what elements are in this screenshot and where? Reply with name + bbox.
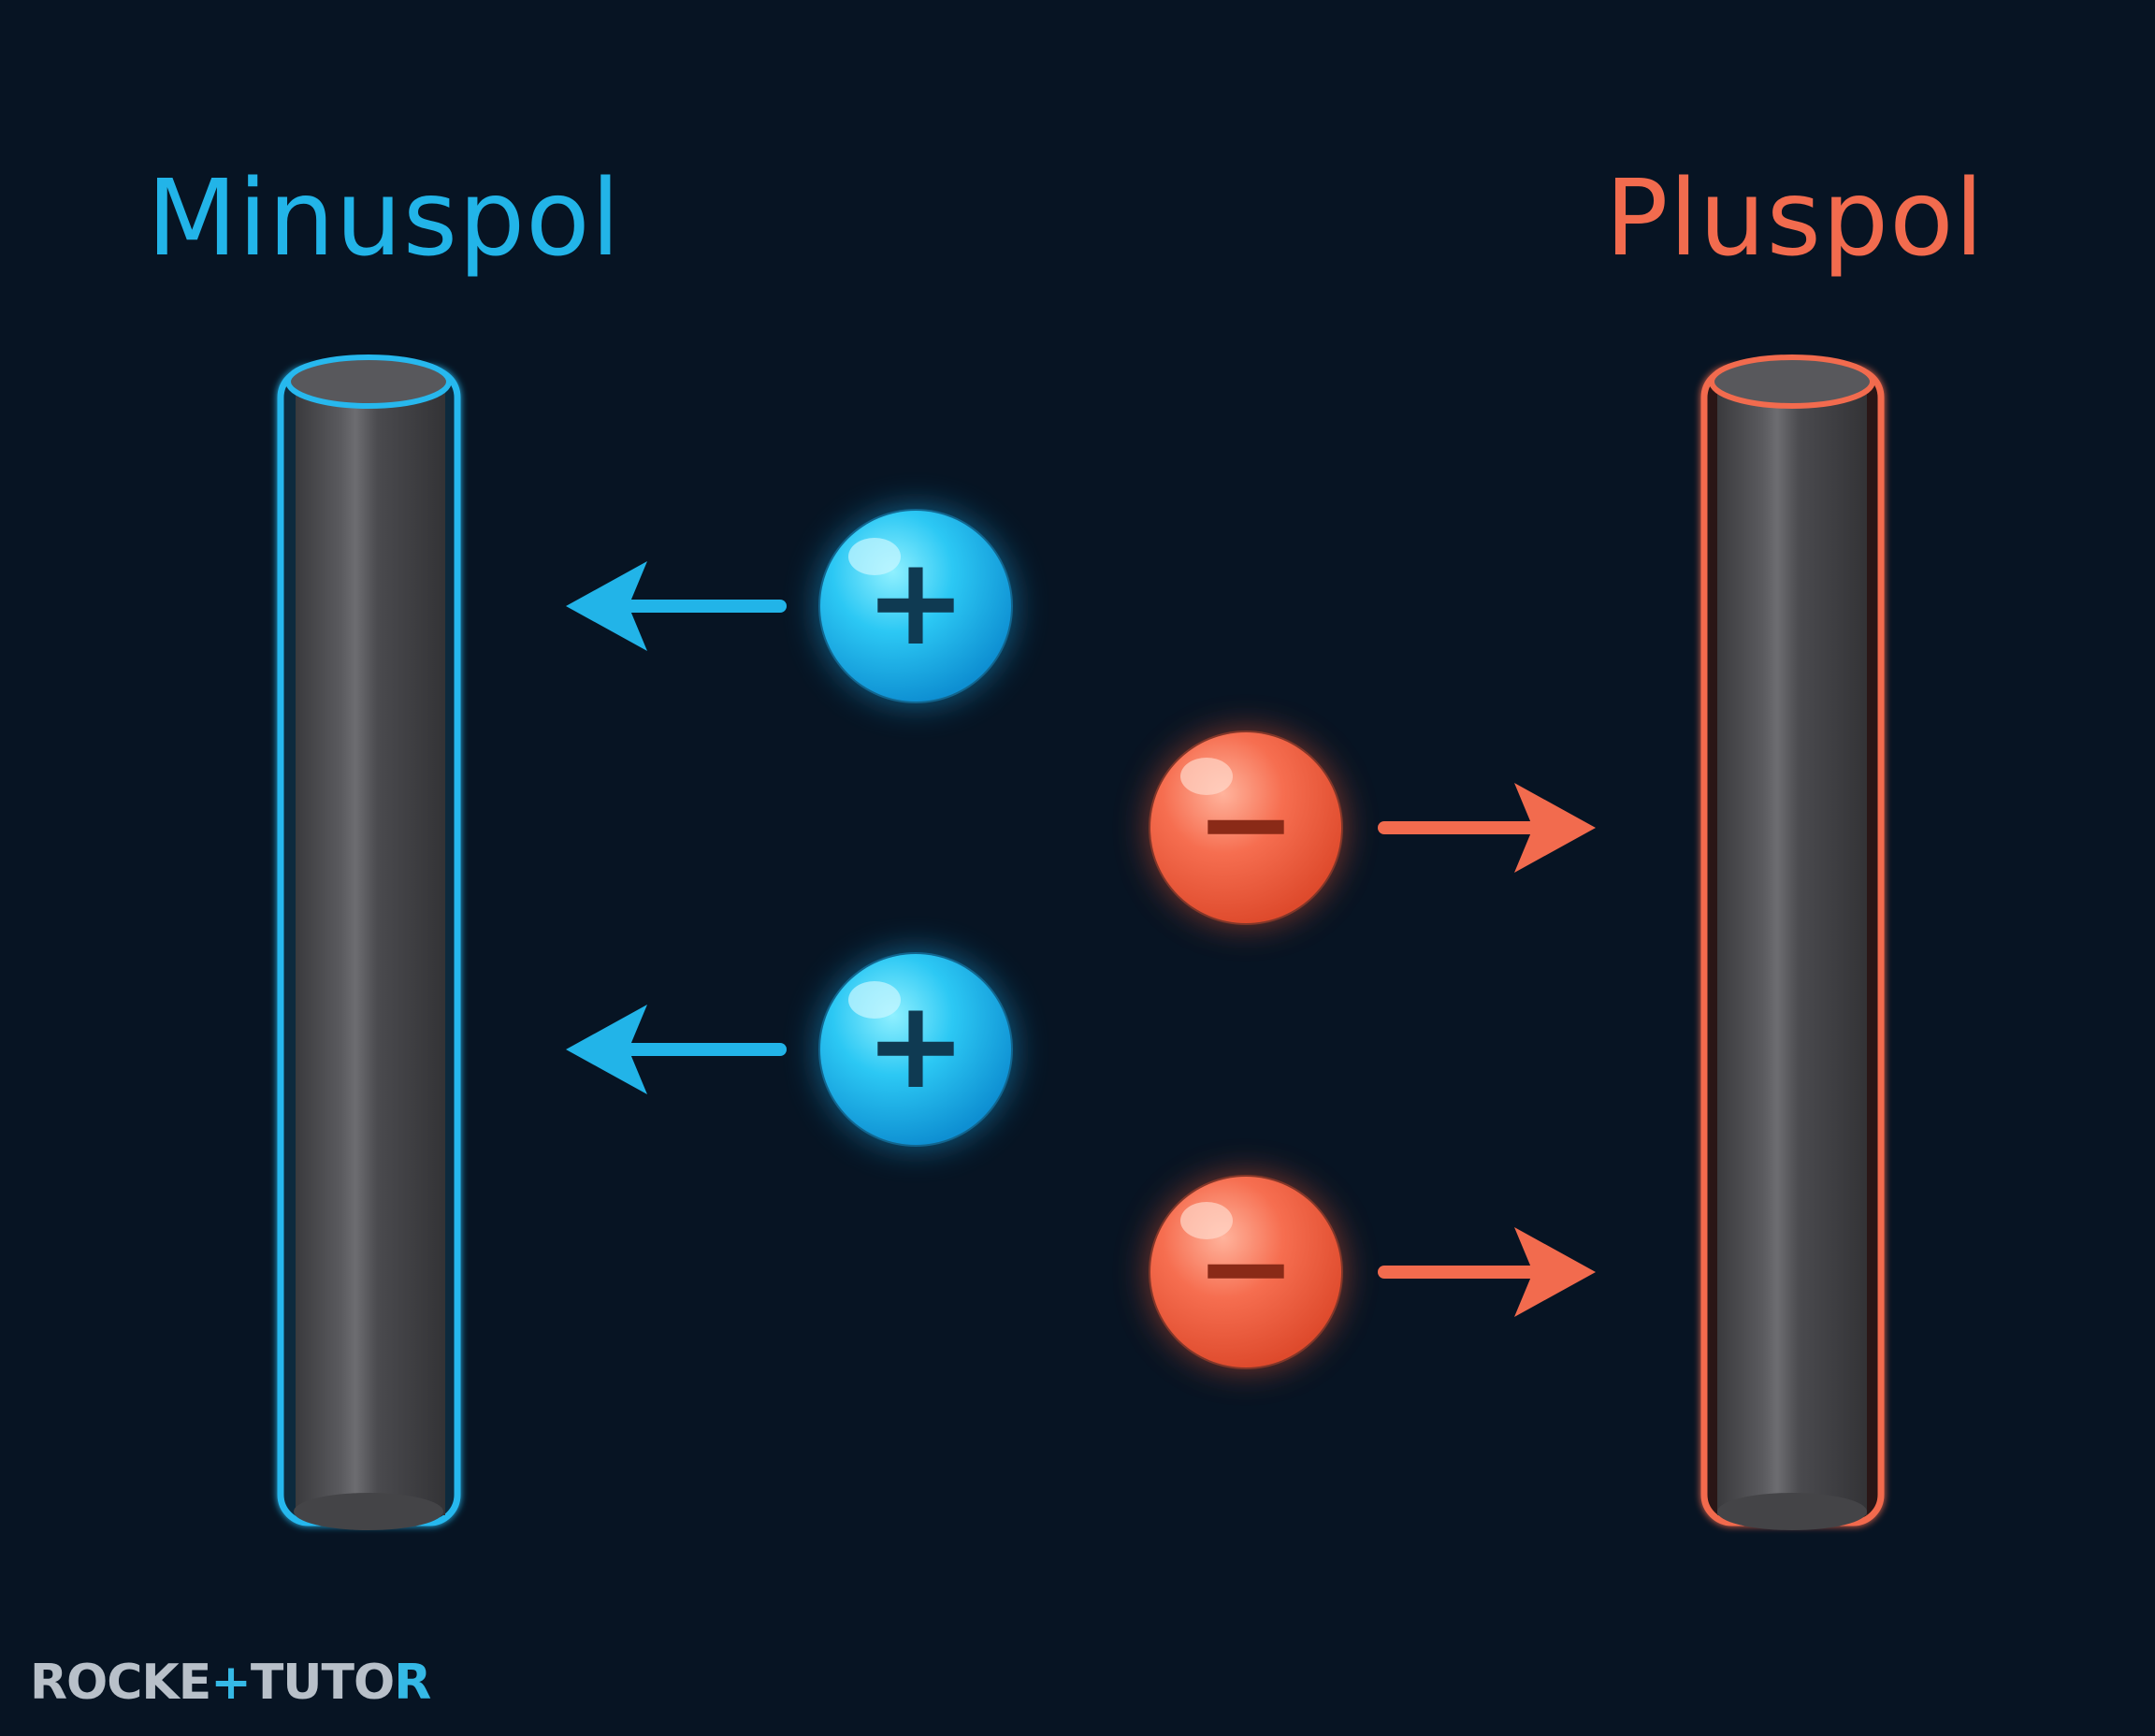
positive-ion-icon: + [818, 509, 1013, 703]
logo-text-part: TUTO [250, 1655, 395, 1711]
arrow-right-icon [1378, 1227, 1596, 1317]
cation-symbol: + [865, 530, 967, 673]
arrow-right-icon [1378, 783, 1596, 873]
arrow-left-icon [566, 1005, 787, 1094]
logo-text-part: + [210, 1655, 252, 1711]
anode-bottom [1717, 1493, 1867, 1530]
anion-symbol: − [1195, 1196, 1297, 1338]
cathode-rod [296, 382, 445, 1515]
cation-symbol: + [865, 974, 967, 1116]
anode-top [1709, 354, 1875, 409]
negative-ion-icon: − [1149, 731, 1343, 925]
logo-text-part: ROCKE [30, 1655, 211, 1711]
anode-rod [1717, 382, 1867, 1515]
anode-electrode [1700, 354, 1885, 1530]
cathode-bottom [294, 1493, 443, 1530]
logo-text-part: R [394, 1655, 431, 1711]
minuspol-label: Minuspol [147, 158, 621, 280]
pluspol-label: Pluspol [1605, 158, 1985, 280]
anion-symbol: − [1195, 752, 1297, 894]
arrow-left-icon [566, 561, 787, 651]
positive-ion-icon: + [818, 952, 1013, 1147]
cathode-top [285, 354, 452, 409]
cathode-electrode [277, 354, 461, 1530]
rockettutor-logo: ROCKE+TUTOR [30, 1658, 431, 1707]
negative-ion-icon: − [1149, 1175, 1343, 1369]
